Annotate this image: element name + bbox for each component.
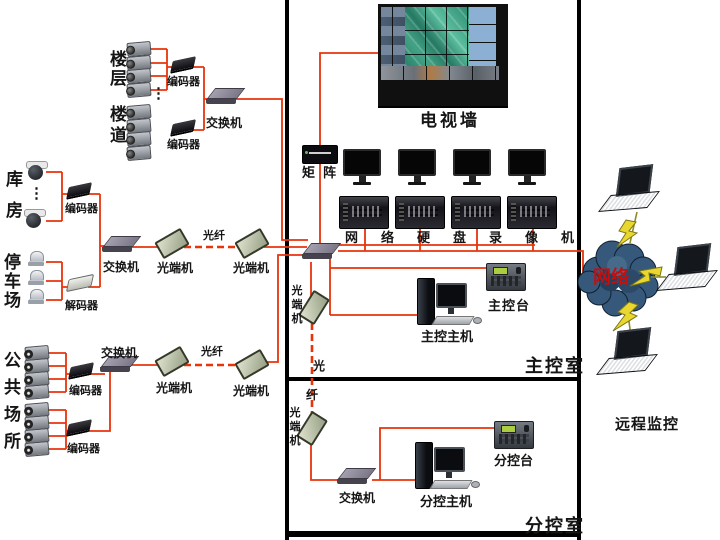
switch-label: 交换机	[103, 260, 140, 274]
monitor-icon	[343, 149, 381, 189]
switch-label: 交换机	[339, 491, 376, 505]
public-zone-label: 公共场所	[4, 351, 21, 452]
switch-label: 交换机	[101, 346, 138, 360]
master-room-label: 主控室	[525, 356, 585, 377]
switch-icon	[206, 88, 246, 104]
tv-wall-label: 电视墙	[420, 111, 480, 131]
matrix-icon	[302, 145, 338, 164]
switch-label: 交换机	[206, 116, 243, 130]
ptz-camera-icon	[27, 289, 45, 306]
encoder-label: 编码器	[167, 75, 200, 88]
switch-icon	[100, 356, 140, 372]
network-cloud-label: 网络	[593, 267, 629, 288]
dome-camera-icon	[23, 209, 46, 229]
encoder-label: 编码器	[69, 384, 102, 397]
optical-transceiver-label: 光端机	[291, 284, 303, 325]
sub-console-icon	[494, 421, 534, 449]
ptz-camera-icon	[27, 251, 45, 268]
fiber-label-upper: 光	[313, 359, 326, 373]
optical-transceiver-label: 光端机	[233, 261, 270, 275]
matrix-label: 矩阵	[302, 166, 345, 181]
floor-zone-label: 楼层	[110, 50, 127, 89]
box-camera-icon	[126, 144, 152, 162]
laptop-icon	[656, 243, 718, 293]
monitor-icon	[453, 149, 491, 189]
master-console-label: 主控台	[488, 299, 531, 314]
switch-icon	[337, 468, 377, 484]
optical-transceiver-label: 光端机	[289, 406, 301, 447]
remote-monitoring-label: 远程监控	[615, 415, 680, 433]
sub-console-label: 分控台	[494, 454, 534, 469]
network-cloud	[577, 240, 659, 317]
sub-host-icon	[415, 440, 480, 492]
laptop-icon	[596, 327, 658, 377]
parking-zone-label: 停车场	[4, 253, 21, 311]
master-host-icon	[417, 276, 482, 328]
tv-wall-bottom-thumbnails	[381, 66, 499, 80]
master-console-icon	[486, 263, 526, 291]
monitor-icon	[508, 149, 546, 189]
bullet-camera-icon	[24, 383, 50, 401]
sub-host-label: 分控主机	[420, 495, 473, 510]
optical-transceiver-label: 光端机	[233, 384, 270, 398]
box-camera-icon	[126, 81, 152, 99]
dvr-icon	[507, 196, 557, 229]
right-section-border	[577, 0, 581, 540]
warehouse-zone-label: 库房	[6, 170, 23, 221]
decoder-label: 解码器	[65, 299, 98, 312]
room-divider-border	[285, 377, 581, 381]
encoder-label: 编码器	[167, 138, 200, 151]
monitor-icon	[398, 149, 436, 189]
dvr-icon	[395, 196, 445, 229]
fiber-dashed-links	[184, 245, 314, 416]
bottom-border	[285, 531, 581, 537]
left-section-border	[285, 0, 289, 540]
switch-icon	[102, 236, 142, 252]
more-cameras-ellipsis: ⋮	[29, 184, 44, 202]
dvr-icon	[451, 196, 501, 229]
more-cameras-ellipsis: ⋮	[151, 84, 166, 102]
sub-room-label: 分控室	[525, 516, 585, 537]
ptz-camera-icon	[27, 270, 45, 287]
dvr-icon	[339, 196, 389, 229]
laptop-icon	[598, 164, 660, 214]
fiber-label: 光纤	[203, 229, 225, 242]
core-switch-icon	[302, 243, 342, 259]
corridor-zone-label: 楼道	[110, 105, 127, 146]
nvr-row-label: 网络硬盘录像机	[345, 231, 598, 246]
master-host-label: 主控主机	[421, 330, 474, 345]
encoder-label: 编码器	[65, 202, 98, 215]
fiber-label: 光纤	[201, 345, 223, 358]
fiber-label-lower: 纤	[306, 388, 319, 402]
encoder-label: 编码器	[67, 442, 100, 455]
optical-transceiver-label: 光端机	[157, 261, 194, 275]
lightning-bolt-icons	[612, 219, 663, 332]
dome-camera-icon	[25, 161, 48, 181]
bullet-camera-icon	[24, 440, 50, 458]
tv-wall	[378, 4, 508, 106]
optical-transceiver-label: 光端机	[156, 381, 193, 395]
